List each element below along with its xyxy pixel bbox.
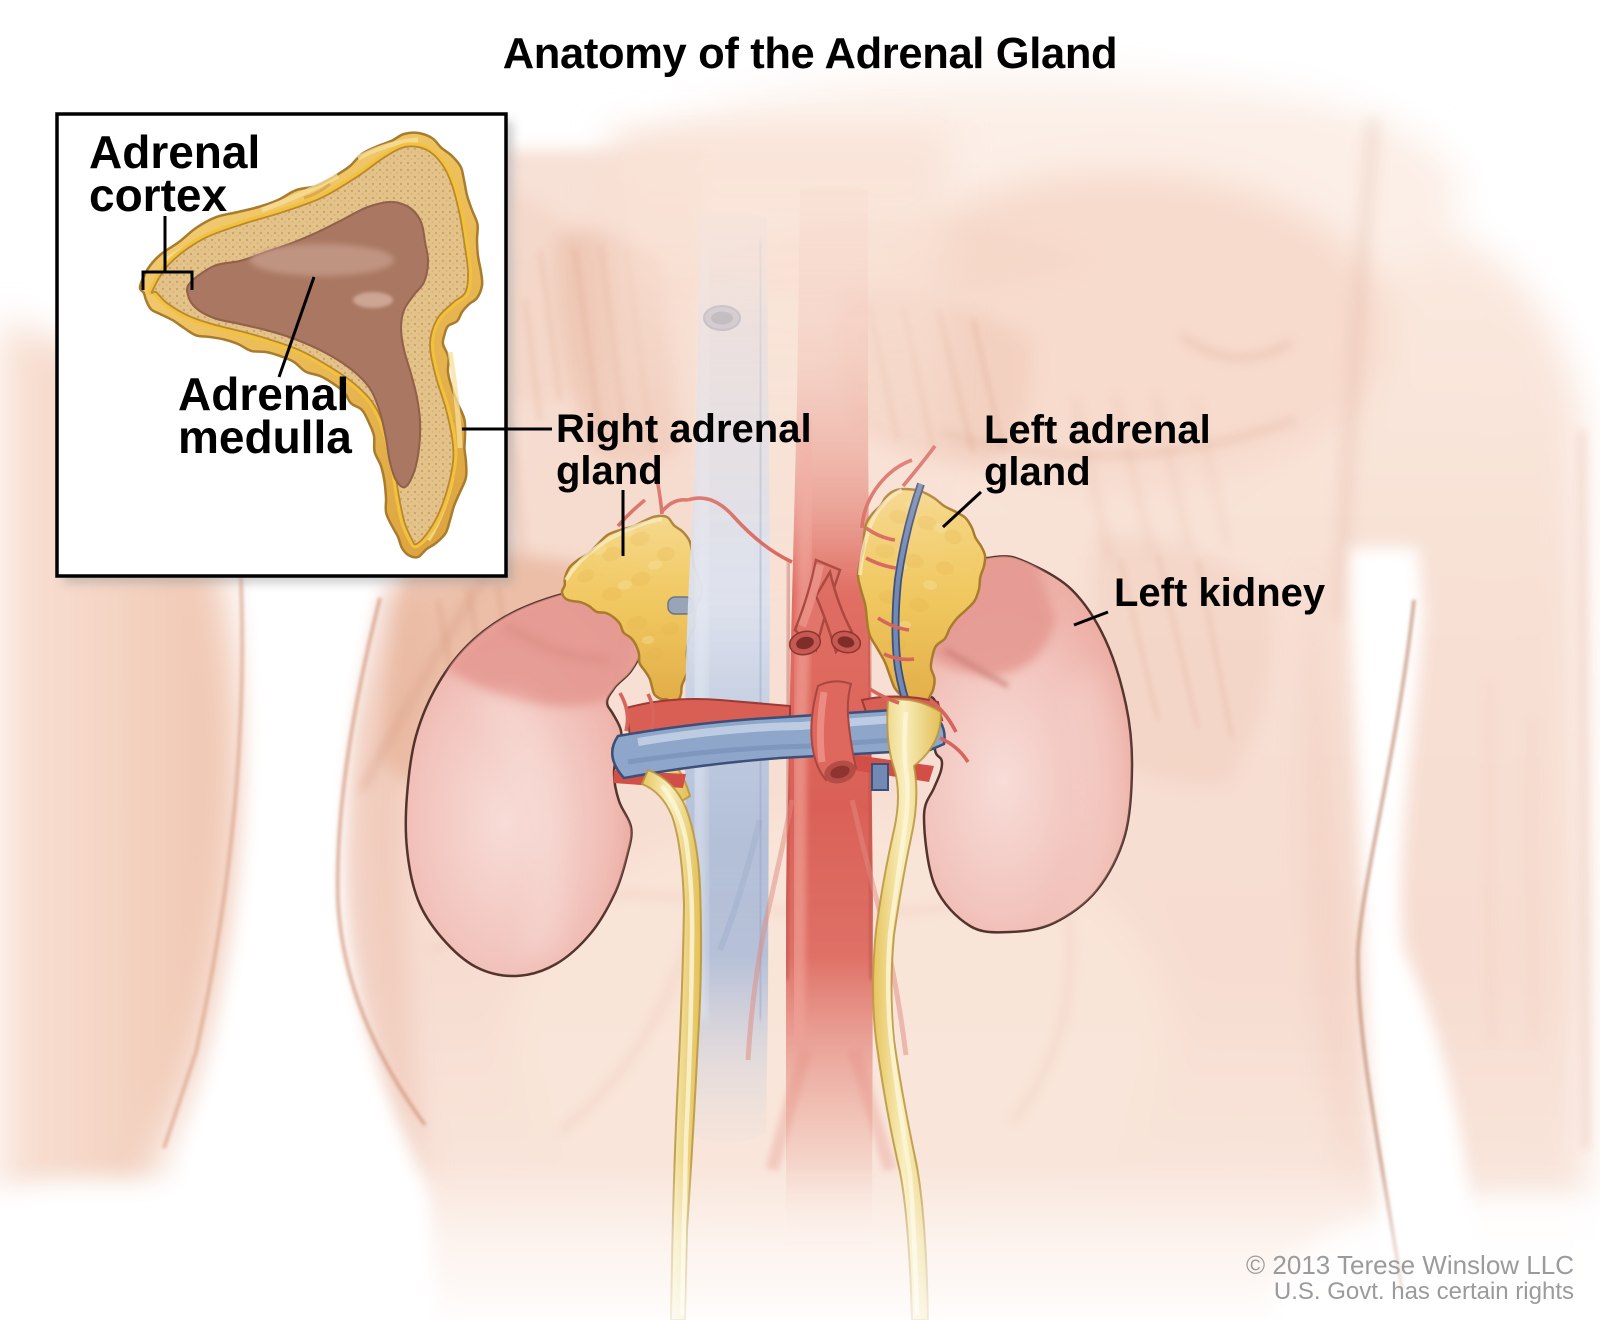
svg-text:medulla: medulla — [178, 411, 352, 463]
svg-text:Left kidney: Left kidney — [1114, 571, 1326, 615]
svg-text:© 2013 Terese Winslow LLC: © 2013 Terese Winslow LLC — [1246, 1250, 1574, 1280]
svg-text:gland: gland — [556, 449, 663, 493]
svg-text:Left adrenal: Left adrenal — [984, 408, 1211, 452]
svg-text:cortex: cortex — [89, 169, 227, 221]
svg-text:gland: gland — [984, 450, 1091, 494]
svg-text:Adrenal: Adrenal — [178, 368, 349, 420]
svg-text:Anatomy of the Adrenal Gland: Anatomy of the Adrenal Gland — [503, 30, 1118, 78]
svg-text:Adrenal: Adrenal — [89, 126, 260, 178]
svg-text:U.S. Govt. has certain rights: U.S. Govt. has certain rights — [1274, 1278, 1574, 1305]
svg-text:Right adrenal: Right adrenal — [556, 407, 812, 451]
